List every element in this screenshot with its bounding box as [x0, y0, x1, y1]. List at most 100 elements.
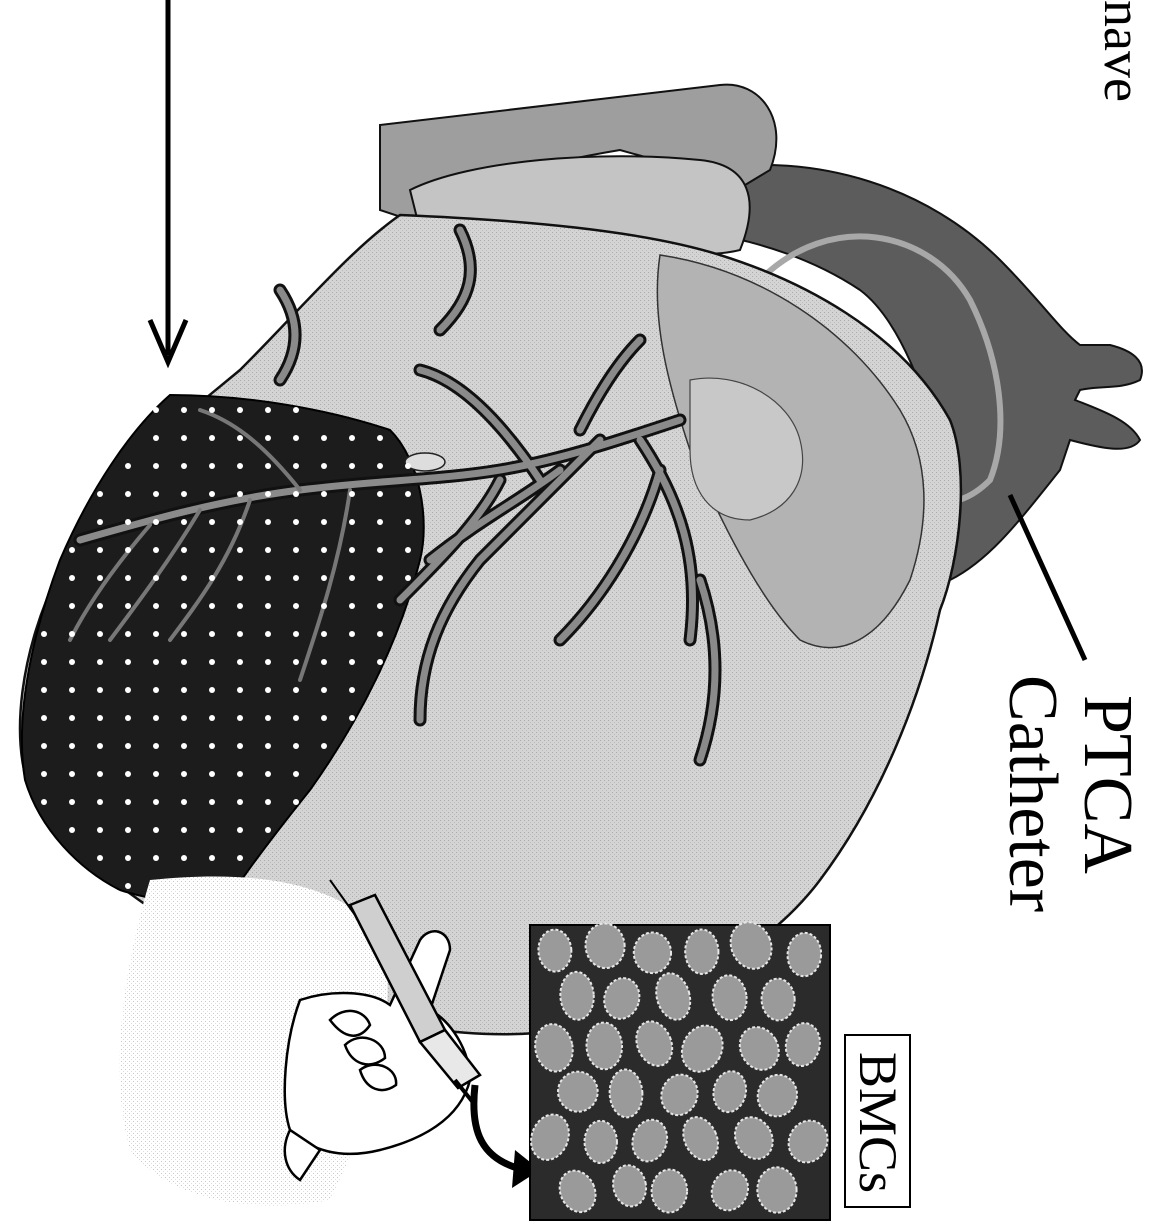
cell-dot [41, 631, 47, 637]
cell-dot [349, 715, 355, 721]
cell-dot [377, 547, 383, 553]
cell-dot [377, 463, 383, 469]
cell-dot [97, 715, 103, 721]
cell-dot [265, 547, 271, 553]
cell-dot [97, 603, 103, 609]
cell-dot [293, 575, 299, 581]
cell-dot [377, 603, 383, 609]
cell-dot [265, 687, 271, 693]
cell-dot [321, 547, 327, 553]
cell-dot [97, 827, 103, 833]
cell-dot [125, 883, 131, 889]
cell-dot [321, 519, 327, 525]
cell-dot [237, 631, 243, 637]
cell-dot [265, 407, 271, 413]
cell-dot [69, 827, 75, 833]
cell-dot [321, 575, 327, 581]
cell-dot [41, 771, 47, 777]
cell-dot [321, 435, 327, 441]
cell-dot [209, 827, 215, 833]
cell-dot [349, 435, 355, 441]
cell-dot [237, 743, 243, 749]
cell-dot [181, 715, 187, 721]
cell-dot [153, 827, 159, 833]
cell-dot [181, 855, 187, 861]
catheter-label: Catheter [994, 675, 1071, 912]
cell-dot [153, 659, 159, 665]
cell-dot [321, 631, 327, 637]
cell-dot [405, 463, 411, 469]
cell-dot [209, 715, 215, 721]
cell-dot [209, 491, 215, 497]
cell-dot [405, 519, 411, 525]
cell-dot [377, 519, 383, 525]
bmc-cell-panel [525, 916, 835, 1220]
cell-dot [153, 463, 159, 469]
cell-dot [125, 659, 131, 665]
cell-dot [209, 659, 215, 665]
cell-dot [97, 659, 103, 665]
cell-dot [265, 603, 271, 609]
cell-dot [209, 743, 215, 749]
cell-dot [349, 575, 355, 581]
cell-dot [209, 575, 215, 581]
cell-dot [293, 435, 299, 441]
cell-dot [41, 687, 47, 693]
cell-dot [181, 603, 187, 609]
cell-dot [153, 603, 159, 609]
cell-dot [265, 827, 271, 833]
cell-dot [181, 407, 187, 413]
cell-dot [293, 407, 299, 413]
cell-dot [265, 631, 271, 637]
cell-dot [153, 631, 159, 637]
cell-dot [349, 659, 355, 665]
cell-dot [125, 631, 131, 637]
cell-dot [293, 743, 299, 749]
cell-dot [69, 715, 75, 721]
cell-dot [97, 491, 103, 497]
cell-dot [265, 715, 271, 721]
cell-dot [237, 855, 243, 861]
cell-dot [69, 799, 75, 805]
cell-dot [69, 687, 75, 693]
cell-dot [321, 659, 327, 665]
cell-dot [41, 799, 47, 805]
cell-dot [69, 659, 75, 665]
cell-dot [181, 491, 187, 497]
cell-dot [125, 687, 131, 693]
cell-dot [405, 547, 411, 553]
cell-dot [153, 743, 159, 749]
cell-dot [321, 603, 327, 609]
cell-dot [125, 771, 131, 777]
cell-dot [293, 603, 299, 609]
cell-dot [153, 407, 159, 413]
catheter-pointer-line [1010, 495, 1085, 660]
cell-dot [69, 743, 75, 749]
cell-dot [209, 855, 215, 861]
cell-dot [321, 463, 327, 469]
cell-dot [181, 435, 187, 441]
cell-dot [209, 799, 215, 805]
cell-dot [321, 743, 327, 749]
cell-dot [293, 519, 299, 525]
cell-dot [293, 687, 299, 693]
cell-dot [265, 435, 271, 441]
cell-dot [125, 715, 131, 721]
cell-dot [237, 715, 243, 721]
cell-dot [69, 631, 75, 637]
down-arrow-icon [150, 0, 186, 362]
cell-dot [181, 519, 187, 525]
cell-dot [405, 491, 411, 497]
cell-dot [293, 491, 299, 497]
cell-dot [153, 519, 159, 525]
cell-dot [41, 743, 47, 749]
cell-dot [69, 771, 75, 777]
cell-dot [237, 687, 243, 693]
cell-dot [293, 631, 299, 637]
cell-dot [153, 855, 159, 861]
cell-dot [293, 715, 299, 721]
cell-dot [377, 631, 383, 637]
cell-dot [293, 547, 299, 553]
cell-dot [209, 631, 215, 637]
cell-dot [181, 575, 187, 581]
